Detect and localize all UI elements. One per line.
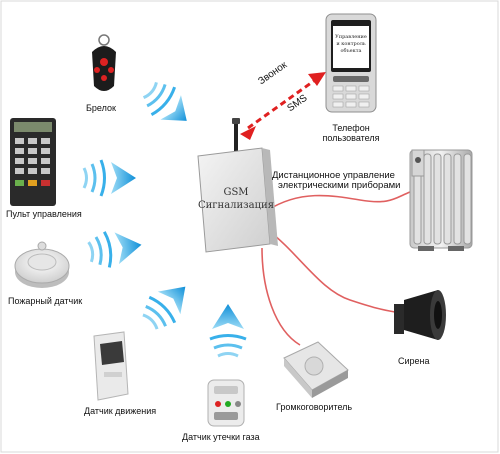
motion-sensor-device <box>93 331 129 401</box>
wires <box>261 191 411 346</box>
fire-sensor-label: Пожарный датчик <box>8 296 83 306</box>
wave-arrows <box>82 81 247 358</box>
control-panel-label: Пульт управления <box>6 209 82 219</box>
wire-to-siren <box>267 229 396 313</box>
gas-sensor-label: Датчик утечки газа <box>182 432 260 442</box>
remote-control-line2: электрическими приборами <box>278 180 401 191</box>
call-sms-arrow <box>247 76 319 130</box>
phone-screen-line1: Управление <box>335 34 367 40</box>
wave-arrow-control-panel <box>82 159 136 197</box>
wave-arrow-fire-sensor <box>87 231 142 268</box>
keyfob-label: Брелок <box>86 103 116 113</box>
user-phone-device <box>325 13 377 113</box>
wave-arrow-keyfob <box>142 81 187 121</box>
arrowhead-to-hub <box>240 126 256 140</box>
loudspeaker-device <box>283 341 349 398</box>
phone-screen-line3: объекта <box>340 48 362 54</box>
loudspeaker-label: Громкоговоритель <box>276 402 353 412</box>
siren-device <box>394 290 446 340</box>
motion-sensor-label: Датчик движения <box>84 406 157 416</box>
wire-to-loudspeaker <box>261 247 301 346</box>
keyfob-device <box>92 34 116 91</box>
siren-label: Сирена <box>398 356 430 366</box>
phone-label: Телефон пользователя <box>318 123 384 143</box>
fire-sensor-device <box>14 241 70 288</box>
remote-control-line1: Дистанционное управление <box>272 170 395 181</box>
remote-control-caption: Дистанционное управление электрическими … <box>272 171 400 191</box>
gsm-hub-unit <box>197 118 278 253</box>
wire-to-heater <box>267 191 411 211</box>
control-panel-device <box>10 118 56 206</box>
wave-arrow-gas-sensor <box>209 304 247 358</box>
phone-screen-line2: и контроль <box>336 41 366 47</box>
wave-arrow-motion-sensor <box>142 286 186 330</box>
gas-sensor-device <box>207 379 245 427</box>
gsm-antenna <box>234 118 238 160</box>
oil-heater-device <box>409 149 473 251</box>
hub-label-line1: GSM <box>223 187 249 198</box>
phone-screen-text: Управление и контроль объекта <box>333 34 369 55</box>
hub-label: GSM Сигнализация <box>196 186 276 212</box>
hub-label-line2: Сигнализация <box>197 200 275 211</box>
phone-label-line1: Телефон <box>332 123 370 133</box>
arrowhead-to-phone <box>308 72 326 86</box>
phone-label-line2: пользователя <box>322 133 380 143</box>
